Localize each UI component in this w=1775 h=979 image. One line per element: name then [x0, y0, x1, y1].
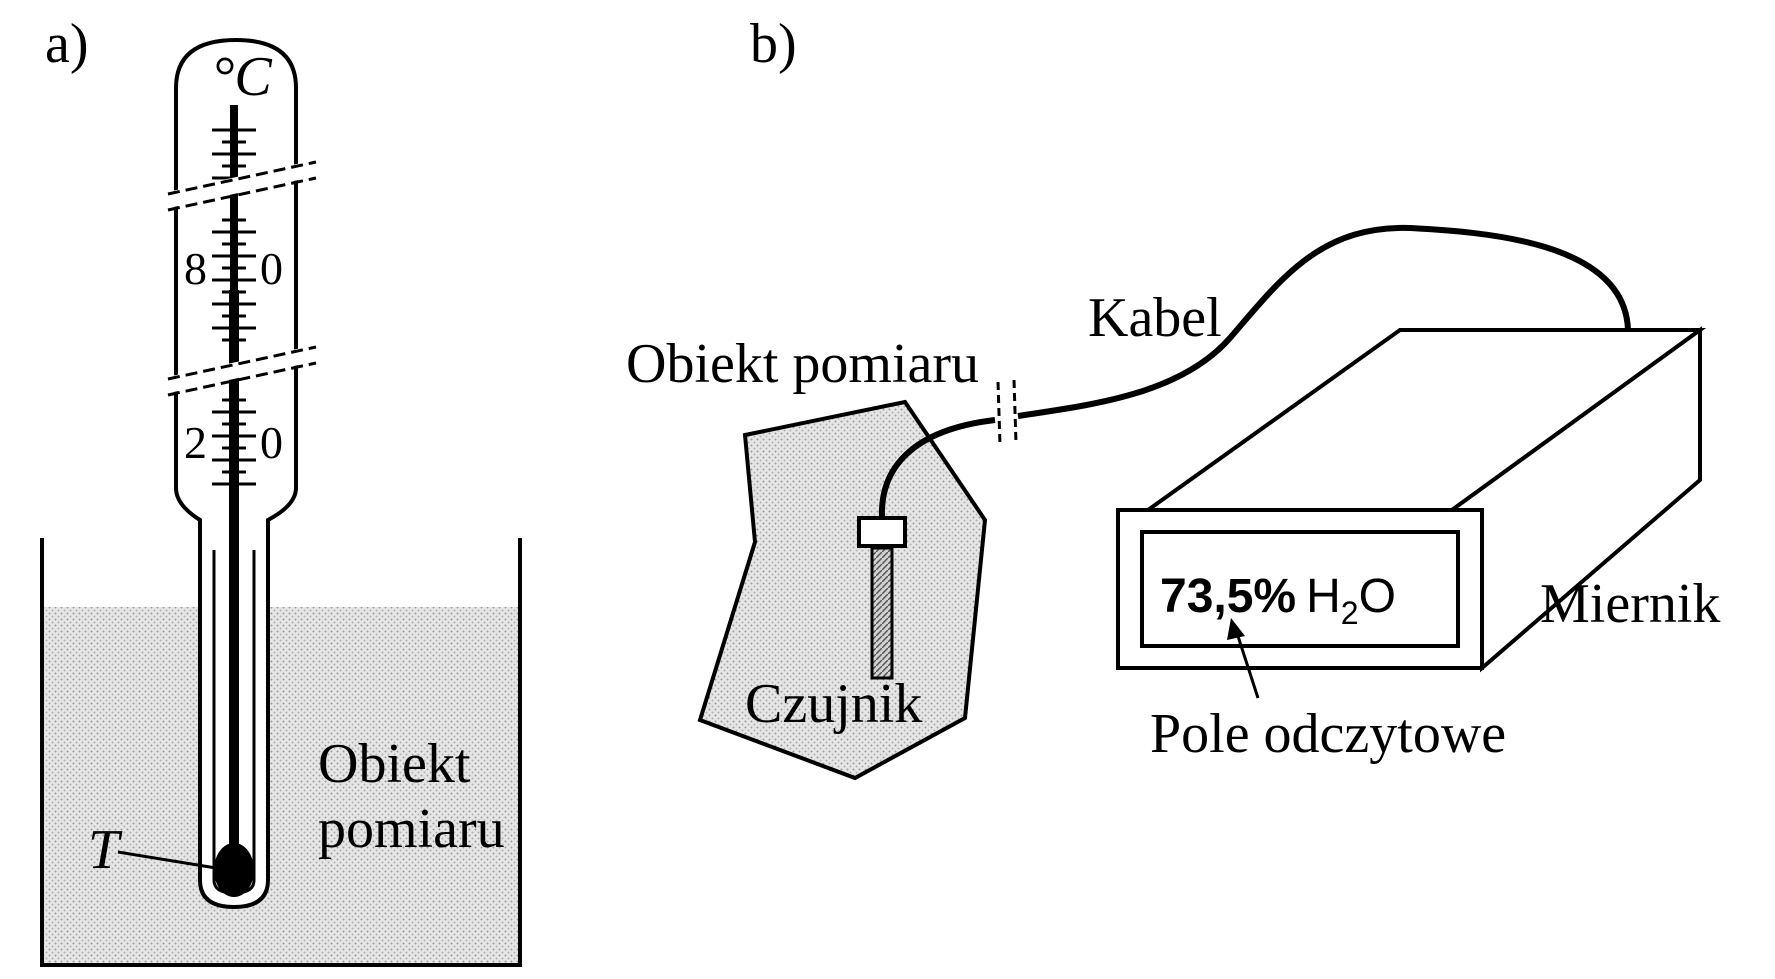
thermometer-bulb [214, 843, 254, 897]
cable-break [996, 379, 1018, 446]
liquid-container [40, 538, 522, 967]
scale-ticks-upper [212, 128, 256, 342]
sensor-rod [870, 546, 894, 680]
scale-ticks-lower [212, 398, 256, 486]
sensor-label: Czujnik [745, 673, 922, 735]
readout-label: Pole odczytowe [1150, 703, 1506, 765]
scale-break-upper [166, 160, 318, 212]
thermometer: °C 8 0 2 0 [166, 37, 318, 910]
unit-label: °C [212, 46, 272, 108]
object-label-a-line2: pomiaru [318, 798, 505, 860]
liquid-column [229, 290, 239, 890]
measured-object [697, 399, 988, 781]
container-walls [40, 538, 522, 967]
readout-pointer [1227, 618, 1260, 699]
liquid-fill [42, 607, 520, 965]
sensor-head [857, 516, 907, 548]
scale-label-upper-right: 0 [260, 243, 283, 294]
cable-to-meter [1017, 224, 1631, 419]
scale-label-lower-left: 2 [184, 417, 207, 468]
readout-window [1140, 530, 1460, 648]
readout-unit-o: O [1359, 570, 1396, 623]
readout-value: 73,5% [1160, 570, 1296, 623]
meter-label: Miernik [1540, 573, 1720, 635]
object-label-b: Obiekt pomiaru [626, 333, 979, 395]
object-label-a-line1: Obiekt [318, 733, 471, 795]
cable-near-sensor [878, 417, 996, 519]
meter-box: 73,5%H2O [1116, 326, 1707, 673]
scale-label-lower-right: 0 [260, 417, 283, 468]
readout-display: 73,5%H2O [1160, 570, 1396, 631]
readout-unit-sub: 2 [1341, 595, 1359, 631]
scale-label-upper-left: 8 [184, 243, 207, 294]
scale-break-lower [166, 345, 318, 397]
panel-b-label: b) [750, 13, 797, 75]
bulb-leader-line [117, 850, 217, 870]
cable-label: Kabel [1088, 287, 1222, 349]
readout-unit-h: H [1306, 570, 1341, 623]
bulb-label: T [88, 819, 123, 881]
panel-a-label: a) [45, 13, 89, 75]
